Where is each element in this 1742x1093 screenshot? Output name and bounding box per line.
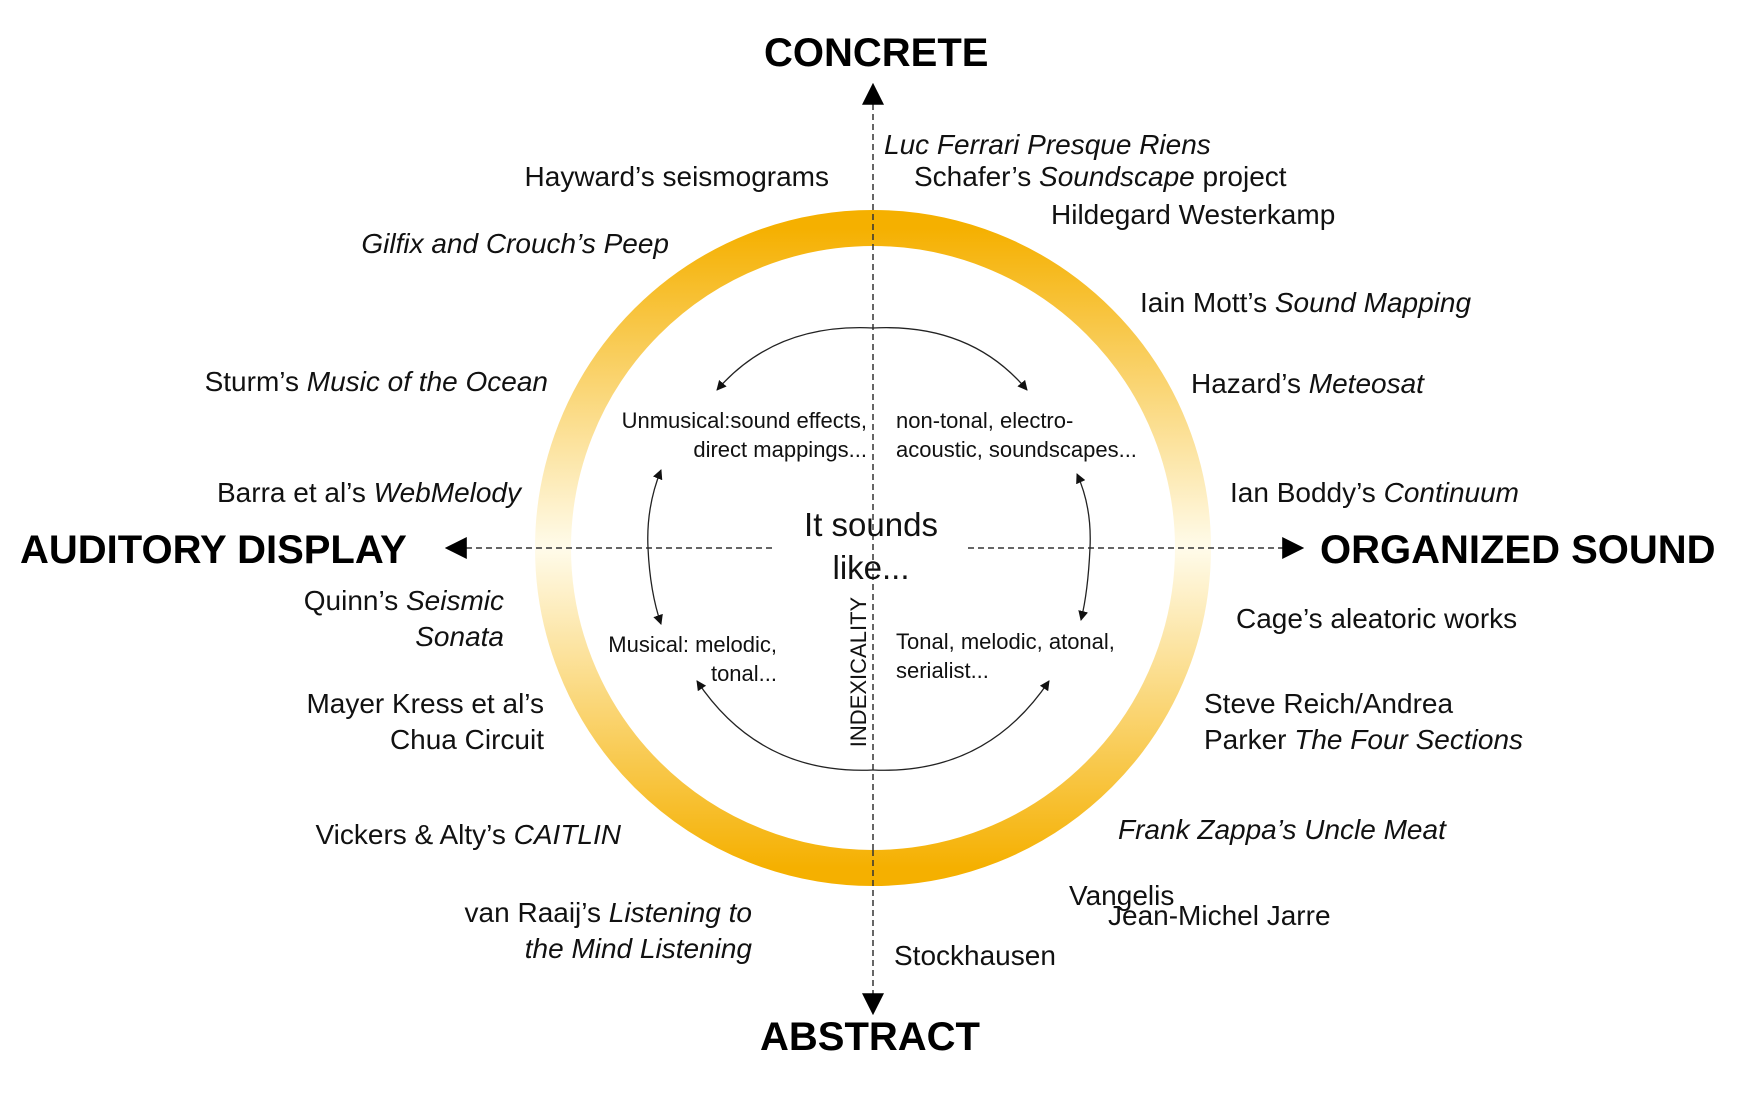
center-prompt: It sounds like... <box>804 506 938 586</box>
quadrant-top-right-text: non-tonal, electro- acoustic, soundscape… <box>896 408 1137 462</box>
arc-arrow-bottom-left <box>696 680 874 771</box>
label-barra: Barra et al’s WebMelody <box>217 477 521 508</box>
label-reich: Steve Reich/Andrea Parker The Four Secti… <box>1204 688 1524 755</box>
label-vangelis: Vangelis <box>1069 880 1175 911</box>
quadrant-bottom-left-text: Musical: melodic, tonal... <box>608 632 777 686</box>
quadrant-top-left-text: Unmusical:sound effects, direct mappings… <box>621 408 867 462</box>
label-luc-ferrari: Luc Ferrari Presque Riens <box>884 129 1211 160</box>
arc-arrow-right-up <box>1076 473 1091 549</box>
axis-label-organized-sound: ORGANIZED SOUND <box>1320 528 1716 572</box>
arc-arrow-left-up <box>647 469 663 549</box>
label-zappa: Frank Zappa’s Uncle Meat <box>1118 814 1446 845</box>
arc-arrow-right-down <box>1078 547 1091 621</box>
label-van-raaij: van Raaij’s Listening to the Mind Listen… <box>464 897 752 964</box>
label-westerkamp: Hildegard Westerkamp <box>1051 199 1336 230</box>
axis-label-concrete: CONCRETE <box>764 31 989 75</box>
arc-arrow-top-right <box>872 327 1028 391</box>
label-sturm: Sturm’s Music of the Ocean <box>204 366 548 397</box>
label-stockhausen: Stockhausen <box>894 940 1056 971</box>
axis-label-abstract: ABSTRACT <box>760 1015 980 1059</box>
label-gilfix: Gilfix and Crouch’s Peep <box>361 228 669 259</box>
label-mayer-kress: Mayer Kress et al’s Chua Circuit <box>306 688 544 755</box>
label-mott: Iain Mott’s Sound Mapping <box>1140 287 1472 318</box>
arc-arrow-bottom-right <box>872 680 1050 771</box>
label-cage: Cage’s aleatoric works <box>1236 603 1518 634</box>
label-vickers: Vickers & Alty’s CAITLIN <box>315 819 621 850</box>
arc-arrow-left-down <box>647 547 663 625</box>
label-schafer: Schafer’s Soundscape project <box>914 161 1287 192</box>
label-hayward: Hayward’s seismograms <box>524 161 829 192</box>
label-jarre: Jean-Michel Jarre <box>1108 900 1331 931</box>
label-quinn: Quinn’s Seismic Sonata <box>303 585 504 652</box>
label-hazard: Hazard’s Meteosat <box>1191 368 1424 399</box>
arc-arrow-top-left <box>716 327 874 391</box>
quadrant-bottom-right-text: Tonal, melodic, atonal, serialist... <box>896 629 1115 683</box>
label-boddy: Ian Boddy’s Continuum <box>1230 477 1519 508</box>
axis-label-auditory-display: AUDITORY DISPLAY <box>20 528 407 572</box>
